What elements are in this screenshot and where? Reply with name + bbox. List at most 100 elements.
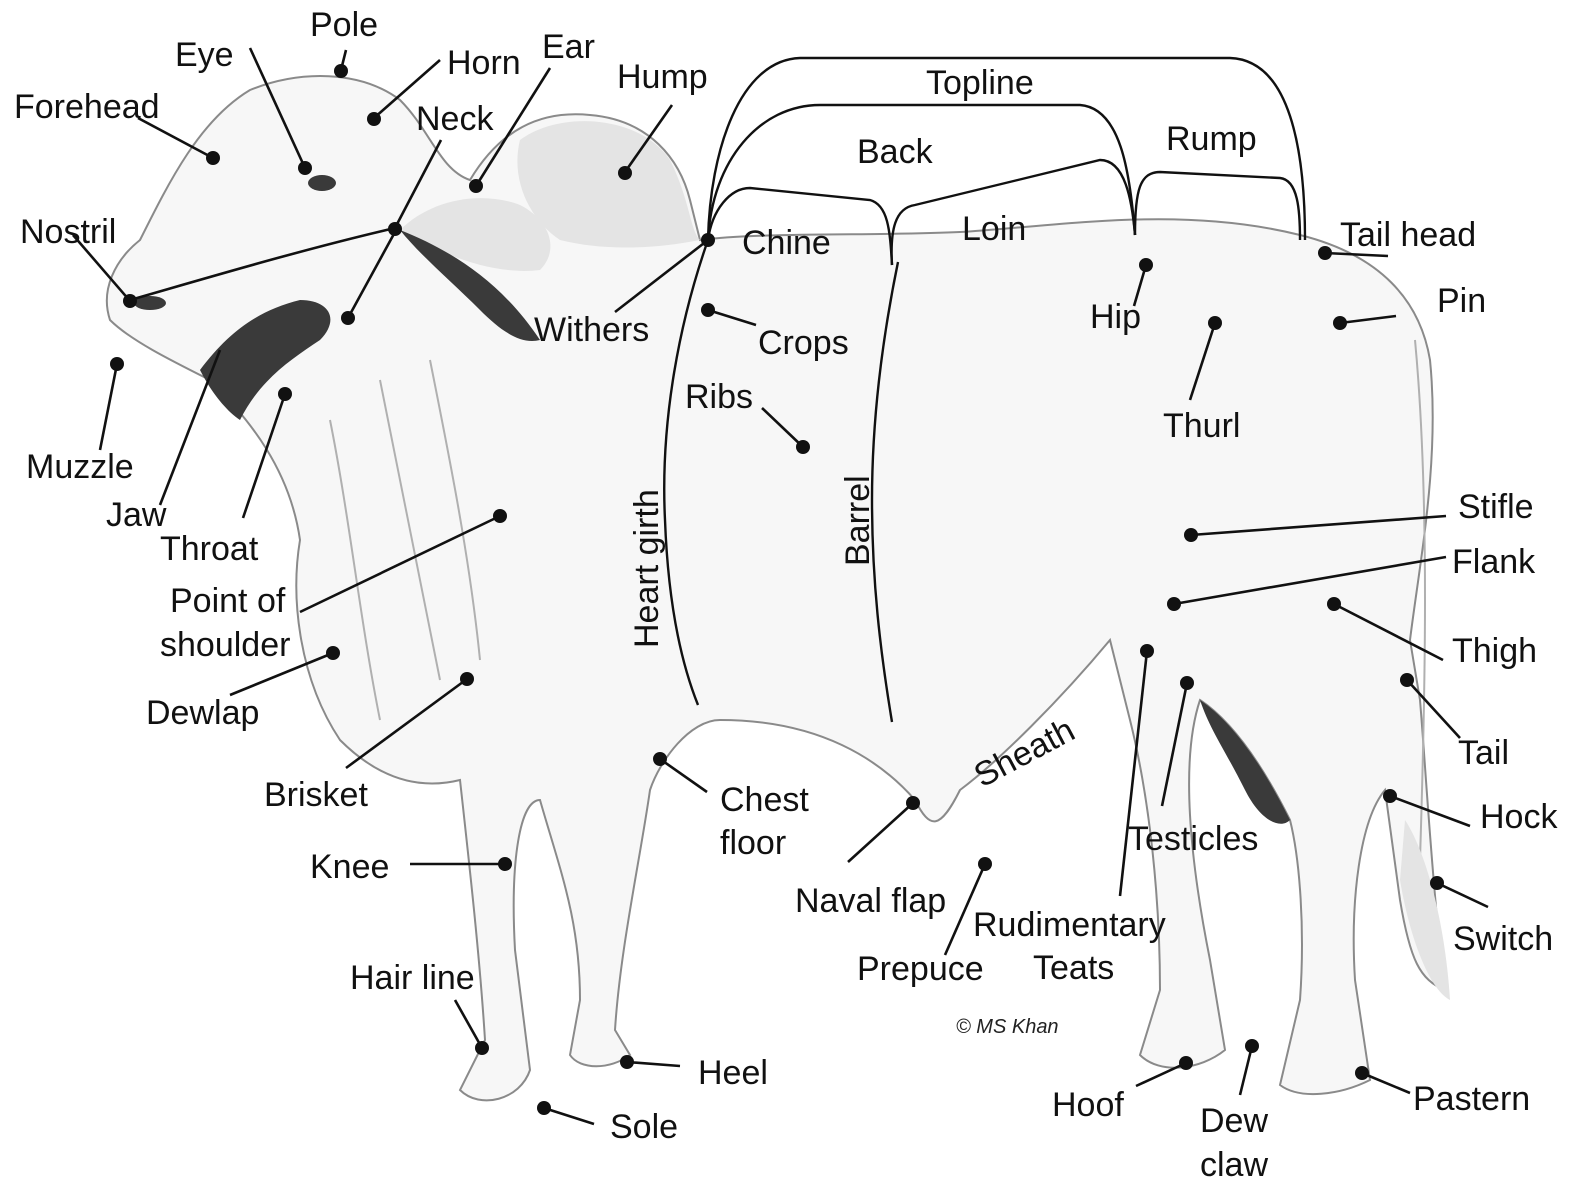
dot-hock: [1383, 789, 1397, 803]
dot-thigh: [1327, 597, 1341, 611]
dot-naval-flap: [906, 796, 920, 810]
dot-withers: [701, 233, 715, 247]
eye-shape: [308, 175, 336, 191]
label-loin: Loin: [962, 210, 1026, 248]
label-tail-head: Tail head: [1340, 216, 1476, 254]
leader-heel: [627, 1062, 680, 1066]
label-rump: Rump: [1166, 120, 1257, 158]
label-heel: Heel: [698, 1054, 768, 1092]
label-neck: Neck: [416, 100, 494, 138]
label-ear: Ear: [542, 28, 595, 66]
dot-crops: [701, 303, 715, 317]
dot-eye: [298, 161, 312, 175]
label-pole: Pole: [310, 6, 378, 44]
dot-hair-line: [475, 1041, 489, 1055]
copyright-notice: © MS Khan: [956, 1016, 1059, 1038]
label-flank: Flank: [1452, 543, 1536, 581]
label-throat: Throat: [160, 530, 259, 568]
leader-chest-floor: [660, 759, 707, 792]
label-crops: Crops: [758, 324, 849, 362]
dot-point-of-shoulder: [493, 509, 507, 523]
leader-dew-claw: [1240, 1046, 1252, 1095]
dot-prepuce: [978, 857, 992, 871]
dot-chest-floor: [653, 752, 667, 766]
dot-hip: [1139, 258, 1153, 272]
leader-hair-line: [455, 1000, 482, 1048]
label-rudimentary-teats-line1: Rudimentary: [973, 906, 1166, 944]
dot-brisket: [460, 672, 474, 686]
dot-tail-head: [1318, 246, 1332, 260]
label-prepuce: Prepuce: [857, 950, 984, 988]
dot-horn: [367, 112, 381, 126]
label-ribs: Ribs: [685, 378, 753, 416]
label-nostril: Nostril: [20, 213, 116, 251]
dot-hoof: [1179, 1056, 1193, 1070]
label-stifle: Stifle: [1458, 488, 1534, 526]
label-chine: Chine: [742, 224, 831, 262]
label-naval-flap: Naval flap: [795, 882, 946, 920]
dot-throat: [278, 387, 292, 401]
label-thurl: Thurl: [1163, 407, 1240, 445]
label-horn: Horn: [447, 44, 521, 82]
dot-forehead: [206, 151, 220, 165]
dot-heel: [620, 1055, 634, 1069]
dot-neck-lower: [341, 311, 355, 325]
dot-knee: [498, 857, 512, 871]
leader-sole: [544, 1108, 594, 1124]
label-topline: Topline: [926, 64, 1034, 102]
dot-muzzle: [110, 357, 124, 371]
back-bracket: [708, 105, 1135, 240]
label-point-of-shoulder-line1: Point of: [170, 582, 286, 620]
label-point-of-shoulder-line2: shoulder: [160, 626, 290, 664]
label-hock: Hock: [1480, 798, 1558, 836]
label-jaw: Jaw: [106, 496, 167, 534]
label-sole: Sole: [610, 1108, 678, 1146]
label-back: Back: [857, 133, 934, 171]
label-thigh: Thigh: [1452, 632, 1537, 670]
dot-nostril: [123, 294, 137, 308]
label-knee: Knee: [310, 848, 389, 886]
label-rudimentary-teats-line2: Teats: [1033, 949, 1114, 987]
dot-hump: [618, 166, 632, 180]
leader-muzzle: [100, 364, 117, 450]
label-forehead: Forehead: [14, 88, 160, 126]
dot-ribs: [796, 440, 810, 454]
dot-flank: [1167, 597, 1181, 611]
dot-dewlap: [326, 646, 340, 660]
label-withers: Withers: [534, 311, 649, 349]
dot-tail: [1400, 673, 1414, 687]
dot-pole: [334, 64, 348, 78]
dot-pin: [1333, 316, 1347, 330]
dot-switch: [1430, 876, 1444, 890]
dot-stifle: [1184, 528, 1198, 542]
label-chest-floor-line1: Chest: [720, 781, 809, 819]
label-barrel: Barrel: [839, 475, 877, 566]
dot-neck-upper: [388, 222, 402, 236]
label-dew-claw-line1: Dew: [1200, 1102, 1268, 1140]
dot-dew-claw: [1245, 1039, 1259, 1053]
label-hoof: Hoof: [1052, 1086, 1124, 1124]
label-eye: Eye: [175, 36, 234, 74]
dot-thurl: [1208, 316, 1222, 330]
label-dewlap: Dewlap: [146, 694, 259, 732]
label-chest-floor-line2: floor: [720, 824, 786, 862]
dot-sole: [537, 1101, 551, 1115]
dot-pastern: [1355, 1066, 1369, 1080]
leader-pastern: [1362, 1073, 1410, 1093]
label-dew-claw-line2: claw: [1200, 1146, 1268, 1184]
leader-naval-flap: [848, 803, 913, 862]
label-hair-line: Hair line: [350, 959, 475, 997]
label-pin: Pin: [1437, 282, 1486, 320]
dot-rudimentary-teats: [1140, 644, 1154, 658]
dot-testicles: [1180, 676, 1194, 690]
label-heart-girth: Heart girth: [628, 489, 666, 648]
leader-switch: [1437, 883, 1488, 907]
label-switch: Switch: [1453, 920, 1553, 958]
label-hip: Hip: [1090, 298, 1141, 336]
label-hump: Hump: [617, 58, 708, 96]
leader-jaw: [160, 350, 220, 505]
label-testicles: Testicles: [1128, 820, 1258, 858]
label-pastern: Pastern: [1413, 1080, 1530, 1118]
